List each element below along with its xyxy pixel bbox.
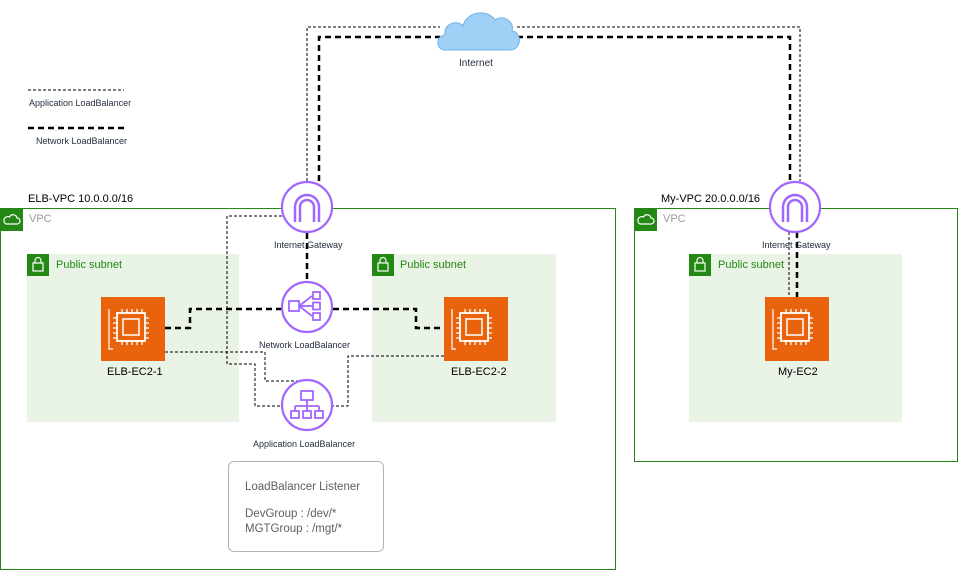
legend-alb-label: Application LoadBalancer bbox=[29, 98, 132, 108]
network-load-balancer-icon bbox=[280, 280, 334, 334]
subnet-right-lock-icon bbox=[689, 254, 711, 276]
vpc-left-badge-label: VPC bbox=[29, 213, 52, 225]
internet-cloud-icon bbox=[437, 12, 520, 51]
subnet-right-label: Public subnet bbox=[718, 259, 785, 271]
ec2-1-label: ELB-EC2-1 bbox=[107, 366, 163, 378]
application-load-balancer-icon bbox=[280, 378, 334, 432]
alb-connection-lines bbox=[165, 26, 801, 407]
internet-label: Internet bbox=[459, 58, 493, 69]
alb-label: Application LoadBalancer bbox=[253, 439, 356, 449]
subnet-a-label: Public subnet bbox=[56, 259, 123, 271]
listener-rule-dev: DevGroup : /dev/* bbox=[245, 508, 337, 520]
subnet-b-label: Public subnet bbox=[400, 259, 467, 271]
my-ec2-label: My-EC2 bbox=[778, 366, 818, 378]
vpc-right-badge-label: VPC bbox=[663, 213, 686, 225]
vpc-left-title: ELB-VPC 10.0.0.0/16 bbox=[28, 193, 134, 205]
ec2-2-label: ELB-EC2-2 bbox=[451, 366, 507, 378]
subnet-a-lock-icon bbox=[27, 254, 49, 276]
nlb-label: Network LoadBalancer bbox=[259, 340, 351, 350]
listener-title: LoadBalancer Listener bbox=[245, 481, 361, 493]
vpc-right-badge-icon bbox=[635, 209, 657, 231]
internet-gateway-left-icon bbox=[280, 180, 334, 234]
ec2-instance-1-icon bbox=[101, 297, 165, 361]
vpc-right-title: My-VPC 20.0.0.0/16 bbox=[661, 193, 761, 205]
vpc-left-badge-icon bbox=[1, 209, 23, 231]
internet-gateway-right-icon bbox=[768, 180, 822, 234]
listener-rule-mgt: MGTGroup : /mgt/* bbox=[245, 523, 343, 535]
legend-nlb-label: Network LoadBalancer bbox=[36, 136, 128, 146]
subnet-b-lock-icon bbox=[372, 254, 394, 276]
listener-box: LoadBalancer Listener DevGroup : /dev/* … bbox=[228, 461, 384, 552]
igw-right-label: Internet Gateway bbox=[762, 240, 831, 250]
my-ec2-instance-icon bbox=[765, 297, 829, 361]
igw-left-label: Internet Gateway bbox=[274, 240, 343, 250]
nlb-connection-lines bbox=[165, 35, 799, 330]
ec2-instance-2-icon bbox=[444, 297, 508, 361]
